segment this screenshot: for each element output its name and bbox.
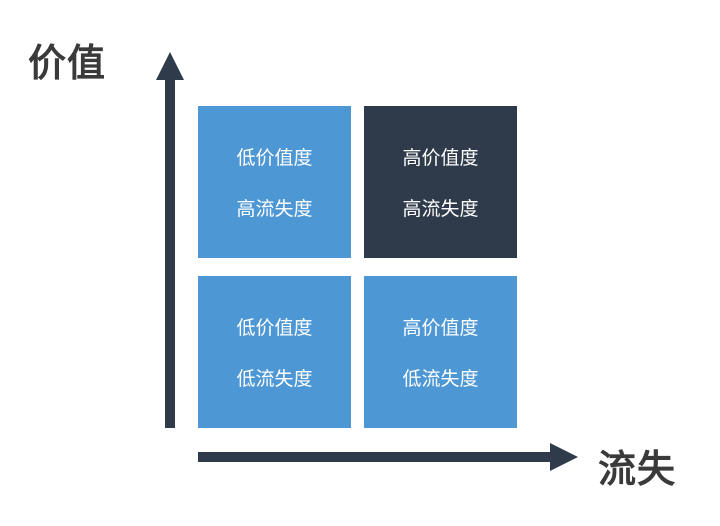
quadrant-bottom-right: 高价值度 低流失度 [364,276,517,428]
quadrant-churn-text: 高流失度 [402,198,479,220]
y-axis-arrow [156,52,184,428]
quadrant-value-text: 低价值度 [236,317,313,339]
quadrant-churn-text: 高流失度 [236,198,313,220]
quadrant-churn-text: 低流失度 [402,368,479,390]
x-axis-arrow [198,443,578,471]
quadrant-churn-text: 低流失度 [236,368,313,390]
quadrant-bottom-left: 低价值度 低流失度 [198,276,351,428]
y-axis-label: 价值 [28,41,107,85]
quadrant-value-text: 高价值度 [402,317,479,339]
quadrant-top-right: 高价值度 高流失度 [364,106,517,258]
x-axis-label: 流失 [598,447,677,491]
quadrant-value-text: 高价值度 [402,147,479,169]
quadrant-top-left: 低价值度 高流失度 [198,106,351,258]
quadrant-value-text: 低价值度 [236,147,313,169]
